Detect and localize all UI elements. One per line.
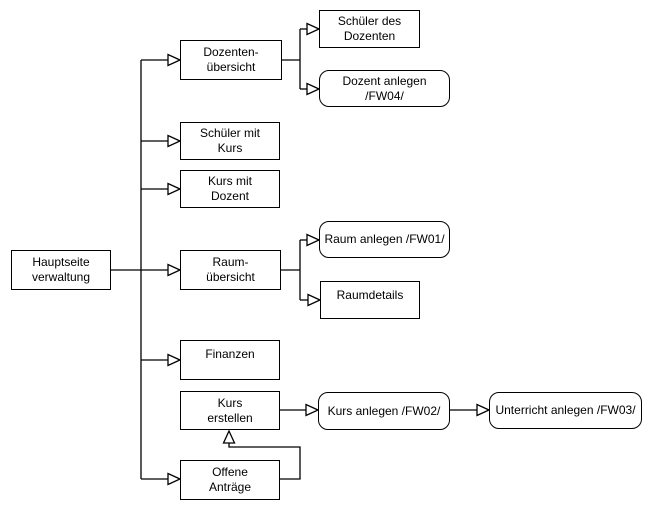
arrowhead-icon	[167, 53, 182, 67]
node-kurs-anlegen-fw02: Kurs anlegen /FW02/	[318, 392, 450, 430]
arrowhead-icon	[307, 293, 322, 307]
node-schueler-mit-kurs: Schüler mit Kurs	[180, 122, 280, 160]
arrowhead-icon	[167, 263, 182, 277]
arrowhead-icon	[476, 403, 491, 417]
node-hauptseite-verwaltung: Hauptseite verwaltung	[11, 250, 111, 290]
arrowhead-icon	[305, 403, 320, 417]
node-kurs-mit-dozent: Kurs mit Dozent	[180, 170, 280, 208]
arrowhead-up-icon	[222, 429, 236, 444]
node-dozent-anlegen-fw04: Dozent anlegen /FW04/	[319, 70, 450, 107]
edge-lines	[110, 28, 477, 480]
arrowhead-icon	[306, 233, 321, 247]
arrowhead-icon	[167, 182, 182, 196]
node-dozenten-uebersicht: Dozenten- übersicht	[180, 40, 282, 80]
arrowhead-icons	[167, 22, 491, 486]
arrowhead-icon	[167, 134, 182, 148]
arrowhead-icon	[167, 353, 182, 367]
arrowhead-icon	[306, 22, 321, 36]
node-finanzen: Finanzen	[180, 340, 280, 380]
node-kurs-erstellen: Kurs erstellen	[180, 391, 280, 430]
arrowhead-icon	[167, 472, 182, 486]
arrowhead-icon	[306, 82, 321, 96]
node-schueler-des-dozenten: Schüler des Dozenten	[319, 10, 420, 48]
node-unterricht-anlegen-fw03: Unterricht anlegen /FW03/	[489, 392, 642, 429]
node-raum-anlegen-fw01: Raum anlegen /FW01/	[319, 221, 450, 258]
node-raumdetails: Raumdetails	[320, 281, 420, 319]
node-raum-uebersicht: Raum- übersicht	[180, 250, 281, 290]
node-offene-antraege: Offene Anträge	[180, 460, 280, 500]
